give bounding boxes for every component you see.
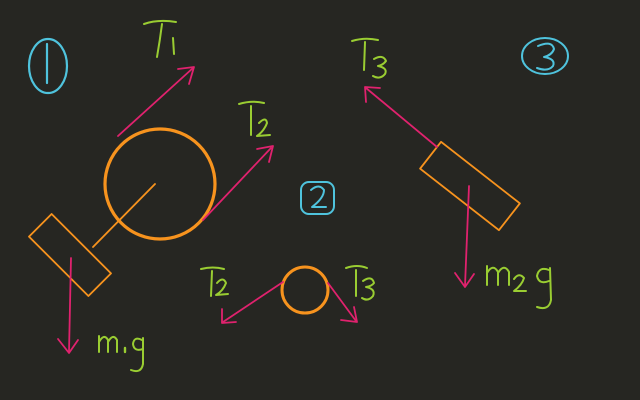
- panel-1-system: [28, 127, 217, 297]
- pulley-axle-line: [92, 183, 156, 248]
- panel-3-digit-stroke: [536, 42, 555, 71]
- panel-2-system: T2 T3: [200, 265, 375, 324]
- tension-2-upper-label: T2: [238, 100, 271, 137]
- pulley-disc-1: [103, 127, 217, 241]
- tension-1-label: T1: [143, 19, 177, 58]
- panel-2-digit-stroke: [310, 185, 327, 208]
- tension-3-upper-label: T3: [351, 37, 387, 79]
- weight-1-label: m1g: [98, 335, 144, 373]
- weight-1-arrow: [57, 257, 79, 354]
- panel-3-circle-icon: [521, 37, 569, 75]
- panel-2-badge: 2: [300, 181, 335, 215]
- panel-3-system: T3 m2g: [351, 37, 552, 310]
- tension-2-upper-arrow: [202, 145, 274, 221]
- panel-1-circle-icon: [27, 37, 69, 95]
- plank-1: [28, 213, 112, 297]
- panel-2-frame-icon: [300, 181, 335, 215]
- tension-3-lower-arrow: [327, 282, 358, 323]
- tension-3-lower-label: T3: [345, 265, 375, 301]
- plank-2: [419, 140, 521, 232]
- tension-2-lower-label: T2: [200, 266, 229, 297]
- panel-1-badge: 1: [27, 37, 69, 95]
- tension-3-upper-arrow: [364, 86, 438, 148]
- tension-2-lower-arrow: [221, 281, 284, 324]
- weight-2-label: m2g: [486, 265, 552, 310]
- tension-1-arrow: [117, 66, 195, 137]
- panel-3-badge: 3: [521, 37, 569, 75]
- pulley-disc-2: [280, 265, 330, 315]
- weight-2-arrow: [454, 185, 475, 288]
